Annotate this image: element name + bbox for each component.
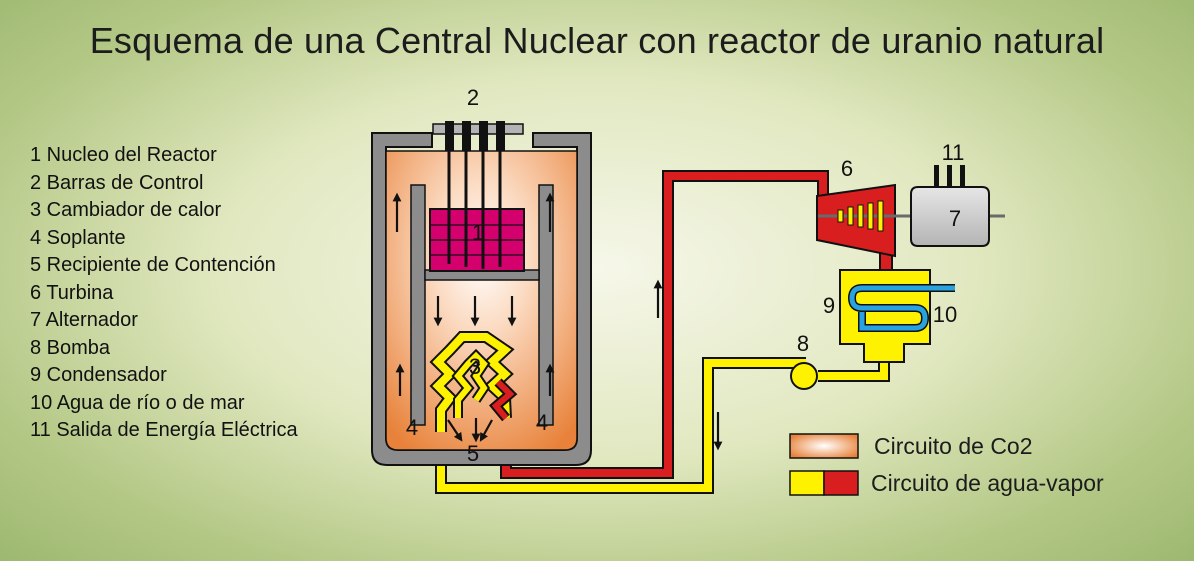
- legend-item: 7 Alternador: [30, 309, 138, 331]
- label-condenser: 9: [823, 293, 835, 318]
- water-steam-circuit-label: Circuito de agua-vapor: [871, 470, 1104, 496]
- steam-swatch: [823, 470, 859, 496]
- alternator: [910, 165, 990, 247]
- core-grid: [430, 224, 524, 256]
- circuit-key: [789, 433, 859, 496]
- flow-arrows: [392, 192, 723, 451]
- heat-exchanger: [429, 331, 518, 432]
- label-blower-left: 4: [406, 415, 418, 440]
- legend-item: 1 Nucleo del Reactor: [30, 144, 217, 166]
- legend-item: 6 Turbina: [30, 281, 114, 304]
- page-title: Esquema de una Central Nuclear con react…: [89, 20, 1105, 61]
- control-rods: [432, 121, 524, 269]
- label-heat-exchanger: 3: [469, 354, 481, 379]
- baffle-left: [410, 184, 426, 426]
- legend-item: 8 Bomba: [30, 336, 111, 359]
- label-alternator: 7: [949, 206, 961, 231]
- condenser: [839, 269, 955, 363]
- legend-item: 5 Recipiente de Contención: [30, 254, 276, 276]
- legend-item: 4 Soplante: [30, 226, 126, 249]
- power-output-terminals: [934, 165, 965, 187]
- label-core: 1: [472, 220, 484, 245]
- legend-item: 11 Salida de Energía Eléctrica: [30, 419, 298, 441]
- co2-circuit-label: Circuito de Co2: [874, 433, 1033, 459]
- label-pump: 8: [797, 331, 809, 356]
- component-legend: 1 Nucleo del Reactor 2 Barras de Control…: [30, 142, 298, 445]
- legend-item: 10 Agua de río o de mar: [30, 391, 245, 414]
- label-control-rods: 2: [467, 85, 479, 110]
- water-swatch: [789, 470, 825, 496]
- label-river-water: 10: [933, 302, 957, 327]
- label-blower-right: 4: [536, 410, 548, 435]
- legend-item: 2 Barras de Control: [30, 171, 204, 194]
- label-power-output: 11: [942, 140, 965, 165]
- legend-item: 3 Cambiador de calor: [30, 199, 222, 221]
- label-turbine: 6: [841, 156, 853, 181]
- label-containment: 5: [467, 441, 479, 466]
- legend-item: 9 Condensador: [30, 364, 167, 386]
- co2-swatch: [789, 433, 859, 459]
- pump: [790, 362, 818, 390]
